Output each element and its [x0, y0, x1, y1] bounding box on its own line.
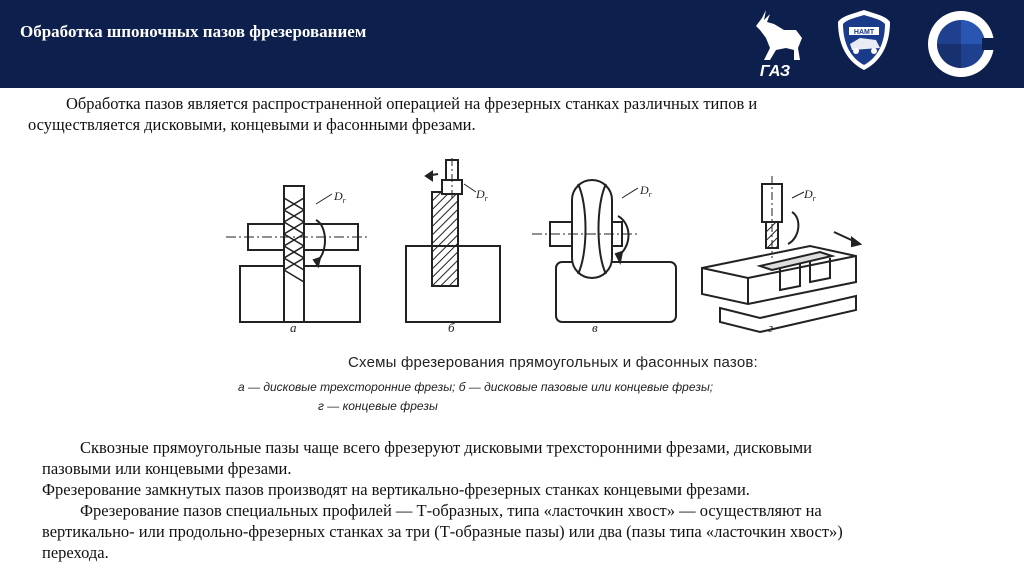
svg-text:Dr: Dr	[333, 189, 347, 205]
body-line-6: перехода.	[42, 543, 109, 562]
namt-shield-logo-icon: НАМТ	[838, 10, 890, 70]
svg-text:Dr: Dr	[639, 183, 653, 199]
logo-shield-text: НАМТ	[854, 29, 875, 36]
page-title: Обработка шпоночных пазов фрезерованием	[20, 22, 367, 41]
round-emblem-logo-icon	[928, 11, 998, 77]
body-line-4: Фрезерование пазов специальных профилей …	[80, 501, 822, 520]
header-bar: Обработка шпоночных пазов фрезерованием …	[0, 0, 1024, 88]
scheme-a-drawing: Dr	[226, 185, 370, 323]
body-line-2: пазовыми или концевыми фрезами.	[42, 459, 292, 478]
gaz-deer-logo-icon: ГАЗ	[756, 10, 802, 80]
body-line-5: вертикально- или продольно-фрезерных ста…	[42, 522, 843, 541]
figure-label-b: б	[448, 320, 455, 335]
milling-schemes-drawing: Dr Dr	[226, 158, 863, 334]
figure-label-a: а	[290, 320, 297, 335]
figure-label-v: в	[592, 320, 598, 335]
milling-schemes-figure: Dr Dr	[220, 158, 870, 430]
figure-caption-line-2: г — концевые фрезы	[318, 399, 438, 413]
intro-paragraph: Обработка пазов является распространенно…	[28, 93, 908, 135]
body-line-1: Сквозные прямоугольные пазы чаще всего ф…	[80, 438, 812, 457]
scheme-g-drawing: Dr	[701, 176, 863, 334]
body-paragraph: Сквозные прямоугольные пазы чаще всего ф…	[42, 437, 1002, 563]
svg-text:Dr: Dr	[803, 187, 817, 203]
body-line-3: Фрезерование замкнутых пазов производят …	[42, 480, 750, 499]
svg-text:Dr: Dr	[475, 187, 489, 203]
intro-line-2: осуществляется дисковыми, концевыми и фа…	[28, 115, 476, 134]
figure-caption-title: Схемы фрезерования прямоугольных и фасон…	[348, 354, 758, 371]
intro-line-1: Обработка пазов является распространенно…	[66, 94, 758, 113]
scheme-b-drawing: Dr	[405, 158, 501, 323]
scheme-v-drawing: Dr	[532, 179, 677, 323]
figure-label-g: г	[768, 320, 774, 335]
logo-gaz-text: ГАЗ	[760, 63, 790, 80]
figure-caption-line-1: а — дисковые трехсторонние фрезы; б — ди…	[238, 380, 714, 394]
